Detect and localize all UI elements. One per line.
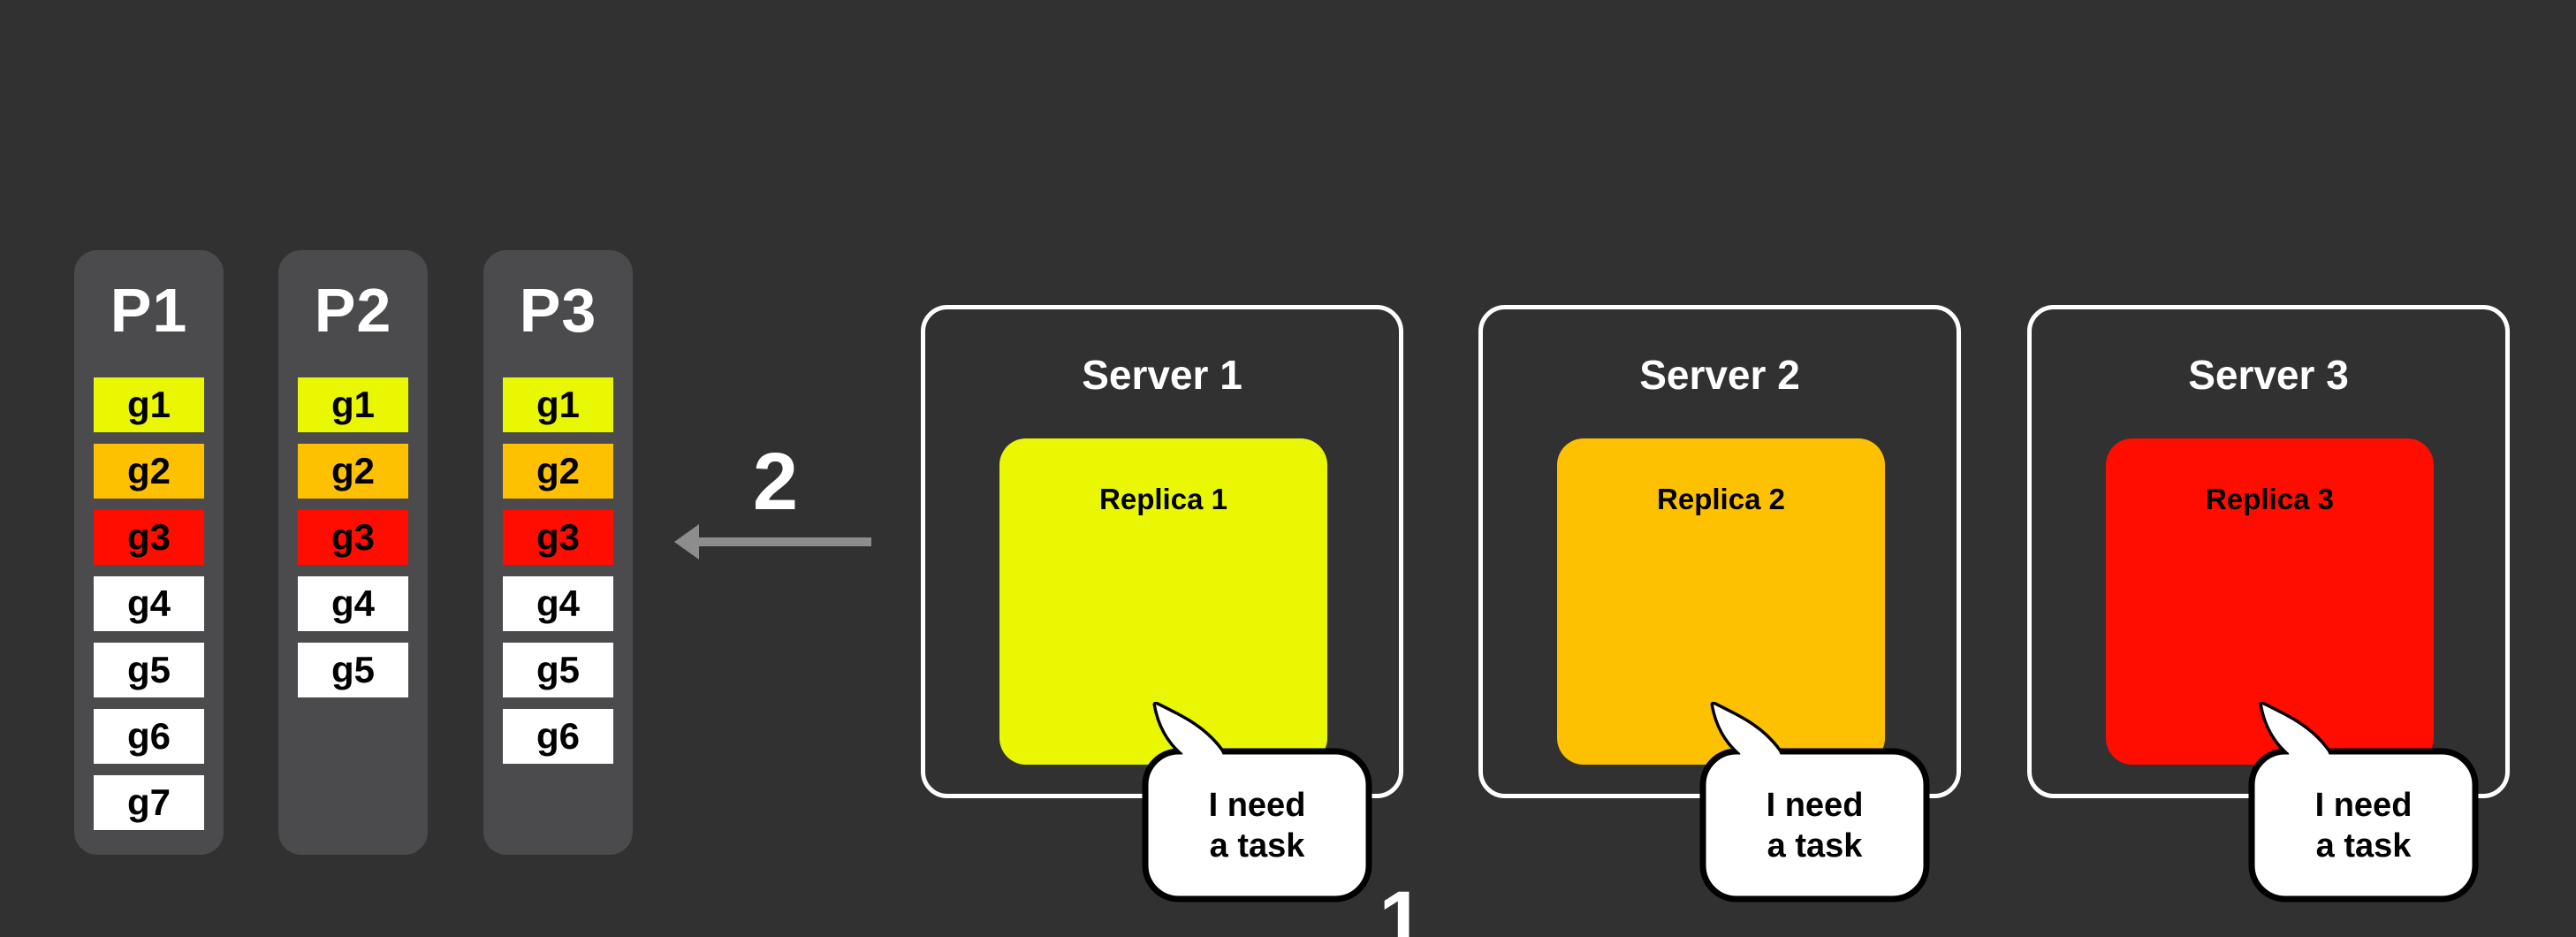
group-cell-g4: g4 [94, 576, 204, 631]
speech-bubble-shape-icon [2248, 702, 2479, 903]
partition-title: P3 [519, 276, 597, 345]
group-cell-g5: g5 [94, 643, 204, 697]
server-box-3: Server 3 Replica 3 I need a task [2027, 305, 2510, 903]
partition-column-p1: P1 g1 g2 g3 g4 g5 g6 g7 [74, 250, 224, 855]
group-cell-g2: g2 [94, 444, 204, 499]
speech-bubble-text: I need a task [1703, 751, 1926, 899]
group-cell-list: g1 g2 g3 g4 g5 g6 [503, 377, 613, 775]
group-cell-g5: g5 [503, 643, 613, 697]
group-cell-g3: g3 [503, 510, 613, 565]
left-arrow-icon [674, 524, 871, 560]
group-cell-g4: g4 [503, 576, 613, 631]
step-1-label: 1 [1379, 875, 1425, 937]
speech-bubble-line1: I need [1766, 786, 1864, 824]
group-cell-g4: g4 [298, 576, 408, 631]
speech-bubble-line2: a task [1209, 827, 1305, 865]
speech-bubble-text: I need a task [1145, 751, 1369, 899]
partition-title: P2 [314, 276, 392, 345]
speech-bubble: I need a task [1699, 702, 1964, 905]
group-cell-g5: g5 [298, 643, 408, 697]
speech-bubble-line1: I need [1208, 786, 1306, 824]
partition-column-p2: P2 g1 g2 g3 g4 g5 [278, 250, 428, 855]
group-cell-g6: g6 [503, 709, 613, 764]
server-title: Server 3 [2188, 352, 2349, 398]
speech-bubble: I need a task [2248, 702, 2513, 905]
group-cell-list: g1 g2 g3 g4 g5 [298, 377, 408, 709]
replica-label: Replica 2 [1657, 483, 1785, 515]
speech-bubble-text: I need a task [2252, 751, 2475, 899]
server-title: Server 2 [1639, 352, 1800, 398]
group-cell-list: g1 g2 g3 g4 g5 g6 g7 [94, 377, 204, 842]
server-box-1: Server 1 Replica 1 I need a task [921, 305, 1403, 903]
group-cell-g7: g7 [94, 775, 204, 830]
speech-bubble-line2: a task [2315, 827, 2412, 865]
speech-bubble-shape-icon [1699, 702, 1930, 903]
replica-label: Replica 3 [2206, 483, 2334, 515]
speech-bubble-shape-icon [1142, 702, 1372, 903]
group-cell-g1: g1 [94, 377, 204, 432]
group-cell-g1: g1 [298, 377, 408, 432]
speech-bubble: I need a task [1142, 702, 1407, 905]
step-2-label: 2 [752, 437, 799, 527]
group-cell-g2: g2 [298, 444, 408, 499]
server-title: Server 1 [1082, 352, 1242, 398]
replica-label: Replica 1 [1099, 483, 1227, 515]
server-box-2: Server 2 Replica 2 I need a task [1478, 305, 1961, 903]
group-cell-g3: g3 [94, 510, 204, 565]
group-cell-g2: g2 [503, 444, 613, 499]
group-cell-g3: g3 [298, 510, 408, 565]
speech-bubble-line2: a task [1767, 827, 1863, 865]
group-cell-g1: g1 [503, 377, 613, 432]
partition-title: P1 [110, 276, 188, 345]
partition-column-p3: P3 g1 g2 g3 g4 g5 g6 [483, 250, 633, 855]
speech-bubble-line1: I need [2314, 786, 2413, 824]
group-cell-g6: g6 [94, 709, 204, 764]
